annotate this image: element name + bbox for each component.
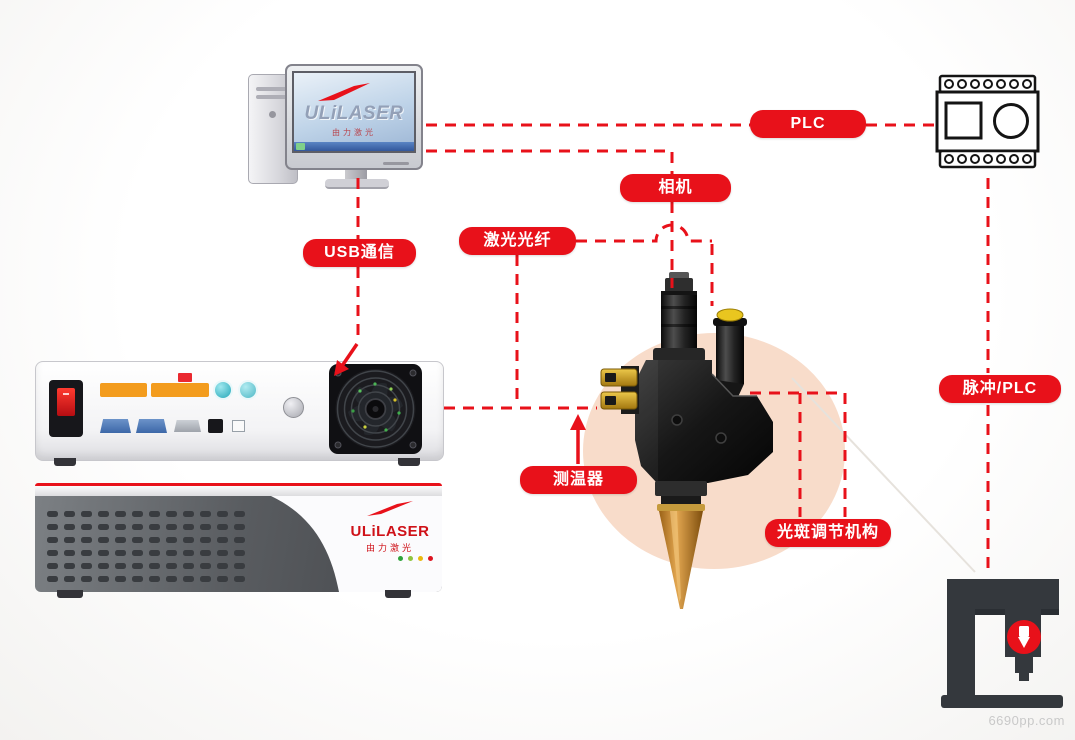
power-switch-module <box>49 380 83 437</box>
monitor-stand <box>345 168 367 180</box>
device-foot <box>385 590 411 598</box>
screen-brand-text: ULiLASER <box>304 103 404 124</box>
label-plc: PLC <box>750 110 866 138</box>
box-brand-cn-text: 由力激光 <box>365 543 414 553</box>
front-face: ULiLASER 由力激光 <box>35 496 442 592</box>
cnc-machine-icon <box>941 579 1063 708</box>
screen-brand-subtext: 由力激光 <box>332 128 376 137</box>
drive-slot <box>256 87 290 91</box>
head-main-body <box>635 360 773 483</box>
top-face <box>35 486 442 496</box>
brand-swoosh-icon <box>318 83 370 101</box>
indicator-button <box>215 382 231 398</box>
vga-port <box>136 419 167 433</box>
vent-grid <box>47 511 245 583</box>
wire-fiber-label-to-module <box>576 223 712 243</box>
spindle-bit <box>1019 673 1029 681</box>
nozzle-badge-icon <box>1018 626 1030 648</box>
laser-controller-front-panel <box>35 361 444 466</box>
top-red-trim <box>35 483 442 486</box>
status-pixels <box>351 382 401 432</box>
label-usb-comm: USB通信 <box>303 239 416 267</box>
usb-port <box>232 420 245 432</box>
db9-port <box>174 420 201 432</box>
brand-logo-block: ULiLASER 由力激光 <box>340 501 440 554</box>
label-pulse-plc: 脉冲/PLC <box>939 375 1061 403</box>
box-brand-text: ULiLASER <box>350 523 430 540</box>
label-camera: 相机 <box>620 174 731 202</box>
status-led <box>398 556 403 561</box>
monitor-screen: ULiLASER 由力激光 <box>292 71 416 153</box>
top-terminal-screws <box>944 79 1032 89</box>
label-laser-fiber: 激光光纤 <box>459 227 576 255</box>
label-thermometer: 测温器 <box>520 466 637 494</box>
indicator-button <box>240 382 256 398</box>
bottom-terminal-screws <box>944 154 1032 164</box>
cooling-fan <box>329 364 422 454</box>
head-nozzle-cone <box>655 481 707 609</box>
desktop-computer-icon: ULiLASER 由力激光 <box>245 60 425 190</box>
orange-panel-bar <box>100 383 147 397</box>
screen-taskbar <box>294 142 414 151</box>
start-button-dot <box>296 143 305 150</box>
brand-swoosh-icon <box>367 501 413 516</box>
plc-square-symbol <box>944 101 983 140</box>
monitor-base <box>325 179 389 189</box>
head-top-connector <box>653 272 705 362</box>
spindle-tip <box>1015 657 1033 673</box>
watermark-text: 6690pp.com <box>988 713 1065 728</box>
ethernet-port <box>208 419 223 433</box>
plc-terminal-module-icon <box>935 74 1040 169</box>
plc-circle-symbol <box>993 103 1029 139</box>
rocker-switch <box>57 388 75 416</box>
device-foot <box>57 590 83 598</box>
power-button-dot <box>269 111 276 118</box>
panel-knob <box>283 397 304 418</box>
vga-port <box>100 419 131 433</box>
monitor: ULiLASER 由力激光 <box>285 64 423 170</box>
label-spot-adjustment: 光斑调节机构 <box>765 519 891 547</box>
monitor-buttons <box>383 162 409 165</box>
status-led <box>418 556 423 561</box>
laser-power-supply-box: ULiLASER 由力激光 <box>35 483 442 598</box>
device-foot <box>54 458 76 466</box>
orange-panel-bar <box>151 383 209 397</box>
wire-computer-to-camera-label <box>426 149 674 176</box>
laser-welding-head <box>600 272 773 609</box>
red-terminal-marking <box>178 373 192 382</box>
machine-gantry <box>947 579 1059 609</box>
white-sweep-panel <box>271 496 442 592</box>
device-foot <box>398 458 420 466</box>
status-led <box>408 556 413 561</box>
status-led <box>428 556 433 561</box>
head-fiber-connectors <box>600 366 639 414</box>
drive-slot <box>256 95 290 99</box>
